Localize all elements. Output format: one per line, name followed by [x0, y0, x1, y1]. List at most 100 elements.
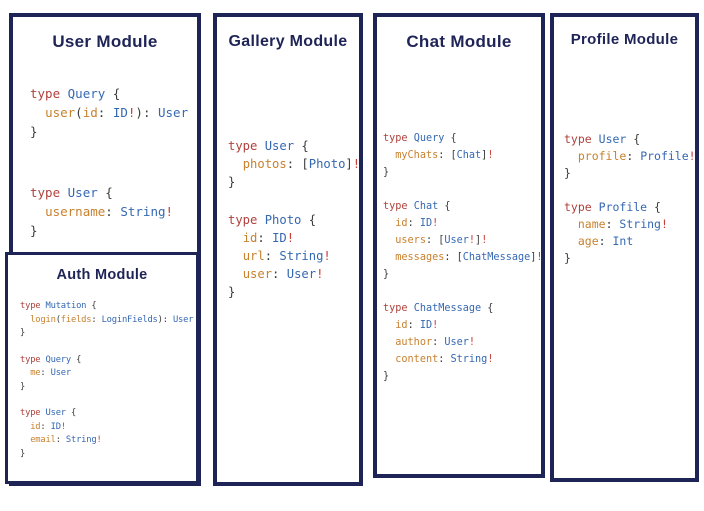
auth-module-panel: Auth Module type Mutation { login(fields… [5, 252, 199, 484]
code-token: user [242, 267, 273, 281]
code-token: ! [127, 105, 136, 120]
code-line: photos: [Photo]! [228, 155, 361, 173]
code-token: ID [419, 218, 433, 229]
gallery-module-panel: Gallery Module type User { photos: [Phot… [213, 13, 363, 486]
code-token: { [301, 213, 317, 227]
code-block: type Query { user(id: ID!): User} [30, 84, 197, 141]
code-token: ! [660, 217, 668, 231]
code-block: type Query { me: User} [20, 354, 196, 395]
code-token: ! [468, 235, 476, 246]
code-line: user(id: ID!): User [30, 103, 197, 122]
code-token: : [40, 368, 51, 378]
code-token: Photo [308, 157, 346, 171]
code-line: name: String! [564, 216, 695, 233]
code-line: users: [User!]! [383, 232, 541, 249]
code-line: login(fields: LoginFields): User [20, 314, 196, 328]
code-token: : [605, 217, 620, 231]
code-line: type Profile { [564, 199, 695, 216]
code-token: profile [577, 149, 627, 163]
code-token [30, 105, 45, 120]
code-line: id: ID! [20, 421, 196, 435]
code-token: : [407, 320, 420, 331]
code-line: } [564, 250, 695, 267]
code-line: age: Int [564, 233, 695, 250]
code-token: User [158, 105, 189, 120]
code-token [592, 132, 599, 146]
code-token: : [55, 435, 66, 445]
code-token: User [444, 235, 469, 246]
profile-module-panel: Profile Module type User { profile: Prof… [550, 13, 699, 482]
code-line: user: User! [228, 265, 359, 283]
code-token: id [82, 105, 98, 120]
code-line: type Query { [30, 84, 197, 103]
gallery-module-code: type User { photos: [Photo]!}type Photo … [228, 137, 361, 301]
auth-module-title: Auth Module [56, 267, 148, 283]
code-token: } [383, 371, 390, 382]
code-line: id: ID! [383, 215, 541, 232]
code-token: : [438, 354, 451, 365]
code-token: myChats [395, 150, 439, 161]
code-token: me [30, 368, 41, 378]
code-token: } [20, 328, 26, 338]
code-token: type [383, 303, 408, 314]
auth-module-code: type Mutation { login(fields: LoginField… [20, 300, 196, 461]
code-line: } [228, 283, 359, 301]
code-token: { [97, 185, 113, 200]
code-token: ! [96, 435, 102, 445]
code-token: User [444, 337, 469, 348]
code-token: login [30, 314, 56, 325]
code-token: ! [352, 157, 361, 171]
code-token: { [70, 354, 82, 365]
code-token: ! [432, 218, 439, 229]
code-token: : [272, 267, 287, 281]
code-line: type Photo { [228, 211, 359, 229]
code-token: : [407, 218, 420, 229]
code-line: me: User [20, 367, 196, 381]
code-line: } [30, 221, 197, 240]
code-line: } [564, 165, 695, 182]
code-token: : [ [425, 235, 445, 246]
code-token: } [564, 166, 571, 180]
code-token [60, 86, 68, 101]
code-token: ID [419, 320, 433, 331]
code-token: Photo [264, 213, 302, 227]
code-line: profile: Profile! [564, 148, 696, 165]
code-block: type Profile { name: String! age: Int} [564, 199, 695, 267]
code-line: type Chat { [383, 198, 541, 215]
code-block: type Chat { id: ID! users: [User!]! mess… [383, 198, 543, 283]
code-token: email [30, 435, 56, 445]
code-token [228, 231, 243, 245]
code-block: type Photo { id: ID! url: String! user: … [228, 211, 359, 301]
code-token: ! [60, 421, 66, 432]
user-module-title: User Module [52, 32, 158, 51]
code-token: : [ [444, 252, 463, 263]
code-token: id [242, 231, 258, 245]
code-token: type [383, 133, 408, 144]
code-token [257, 139, 264, 153]
code-token: } [228, 285, 236, 299]
code-token: username [45, 204, 106, 219]
code-line: type User { [564, 131, 695, 148]
code-token: Profile [598, 200, 648, 214]
code-token: ( [55, 314, 61, 325]
code-token: User [286, 267, 317, 281]
code-token: name [577, 217, 606, 231]
code-token: { [481, 303, 494, 314]
code-token: type [228, 139, 258, 153]
code-token [383, 320, 395, 331]
code-line: } [383, 266, 541, 283]
code-token: Int [612, 234, 634, 248]
code-token: } [30, 223, 38, 238]
code-token [564, 217, 578, 231]
code-token: } [228, 175, 236, 189]
code-token: } [383, 269, 390, 280]
code-token: ID [272, 231, 287, 245]
code-token: : [ [286, 157, 309, 171]
code-token: User [598, 132, 627, 146]
code-line: } [383, 164, 541, 181]
code-token: String [450, 354, 488, 365]
code-token: ChatMessage [462, 252, 531, 263]
code-line: type Query { [20, 354, 196, 368]
code-token [60, 185, 68, 200]
